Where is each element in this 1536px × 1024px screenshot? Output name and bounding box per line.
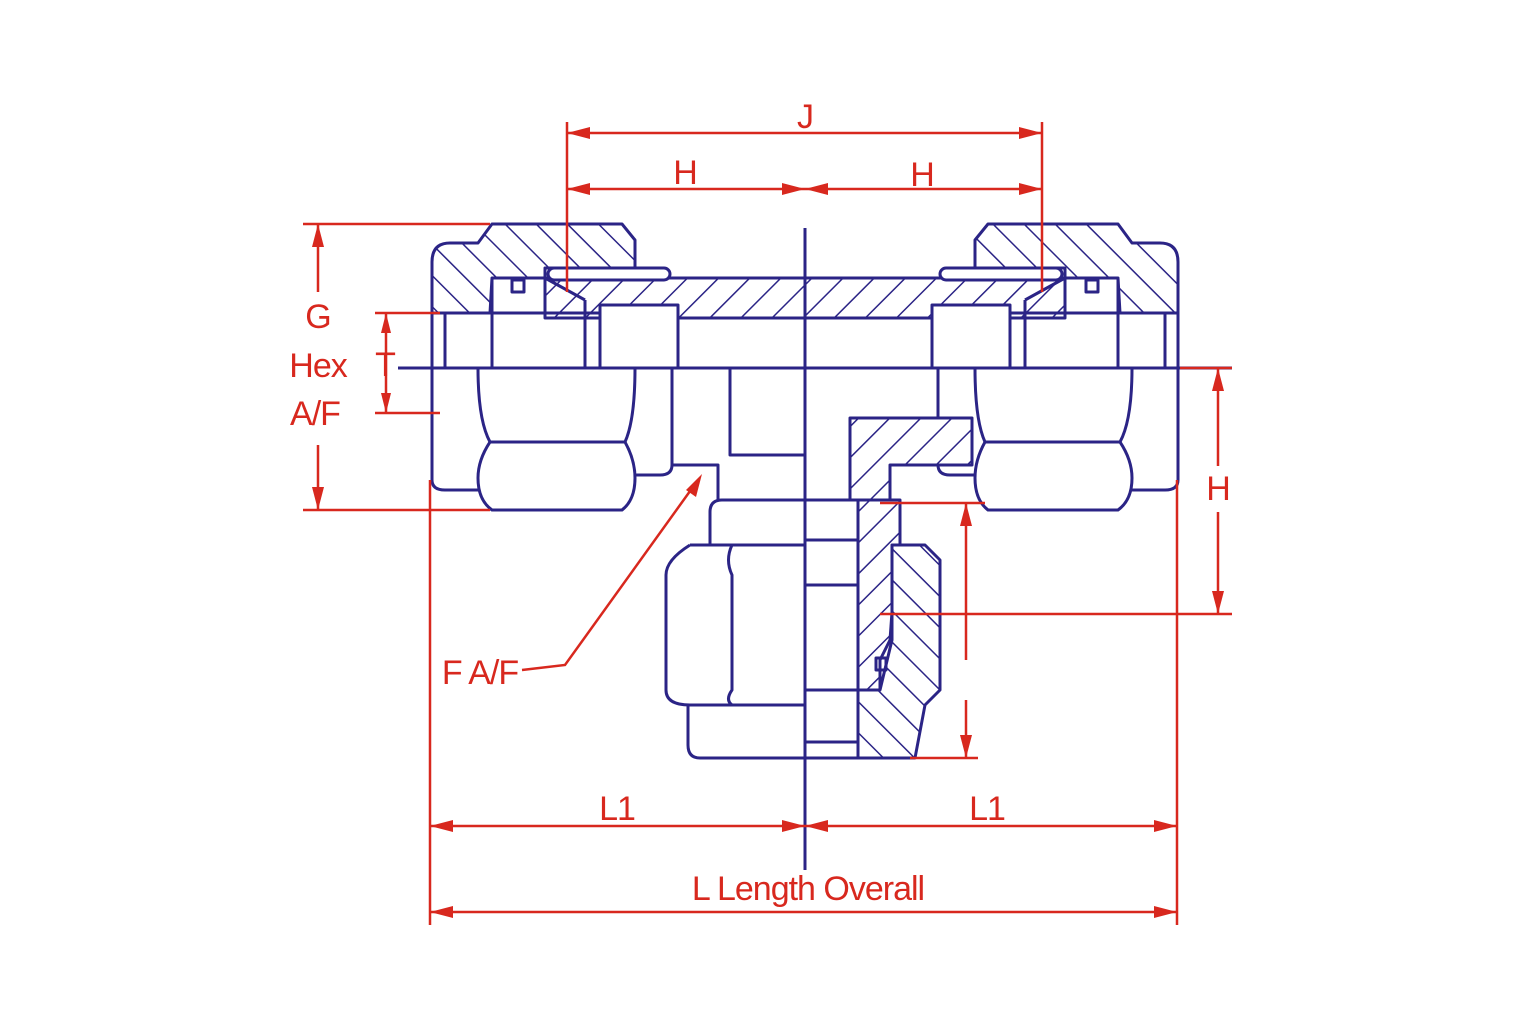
label-g: G (305, 298, 330, 336)
dimension-labels: J H H G Hex A/F T H F A/F L1 L1 L Length… (289, 98, 1231, 908)
label-l1-right: L1 (969, 790, 1005, 828)
label-hex: Hex (289, 347, 347, 385)
label-l-overall: L Length Overall (692, 870, 924, 908)
label-l1-left: L1 (599, 790, 635, 828)
label-h-right: H (910, 156, 934, 194)
label-j: J (797, 98, 813, 136)
branch-nut (664, 498, 942, 760)
label-h-left: H (673, 154, 697, 192)
label-h-branch: H (1206, 470, 1230, 508)
label-af: A/F (290, 395, 340, 433)
dimensions (303, 122, 1232, 925)
fitting-outline (398, 222, 1232, 870)
label-t: T (375, 346, 395, 384)
left-nut (430, 222, 805, 512)
label-f-af: F A/F (442, 654, 518, 692)
